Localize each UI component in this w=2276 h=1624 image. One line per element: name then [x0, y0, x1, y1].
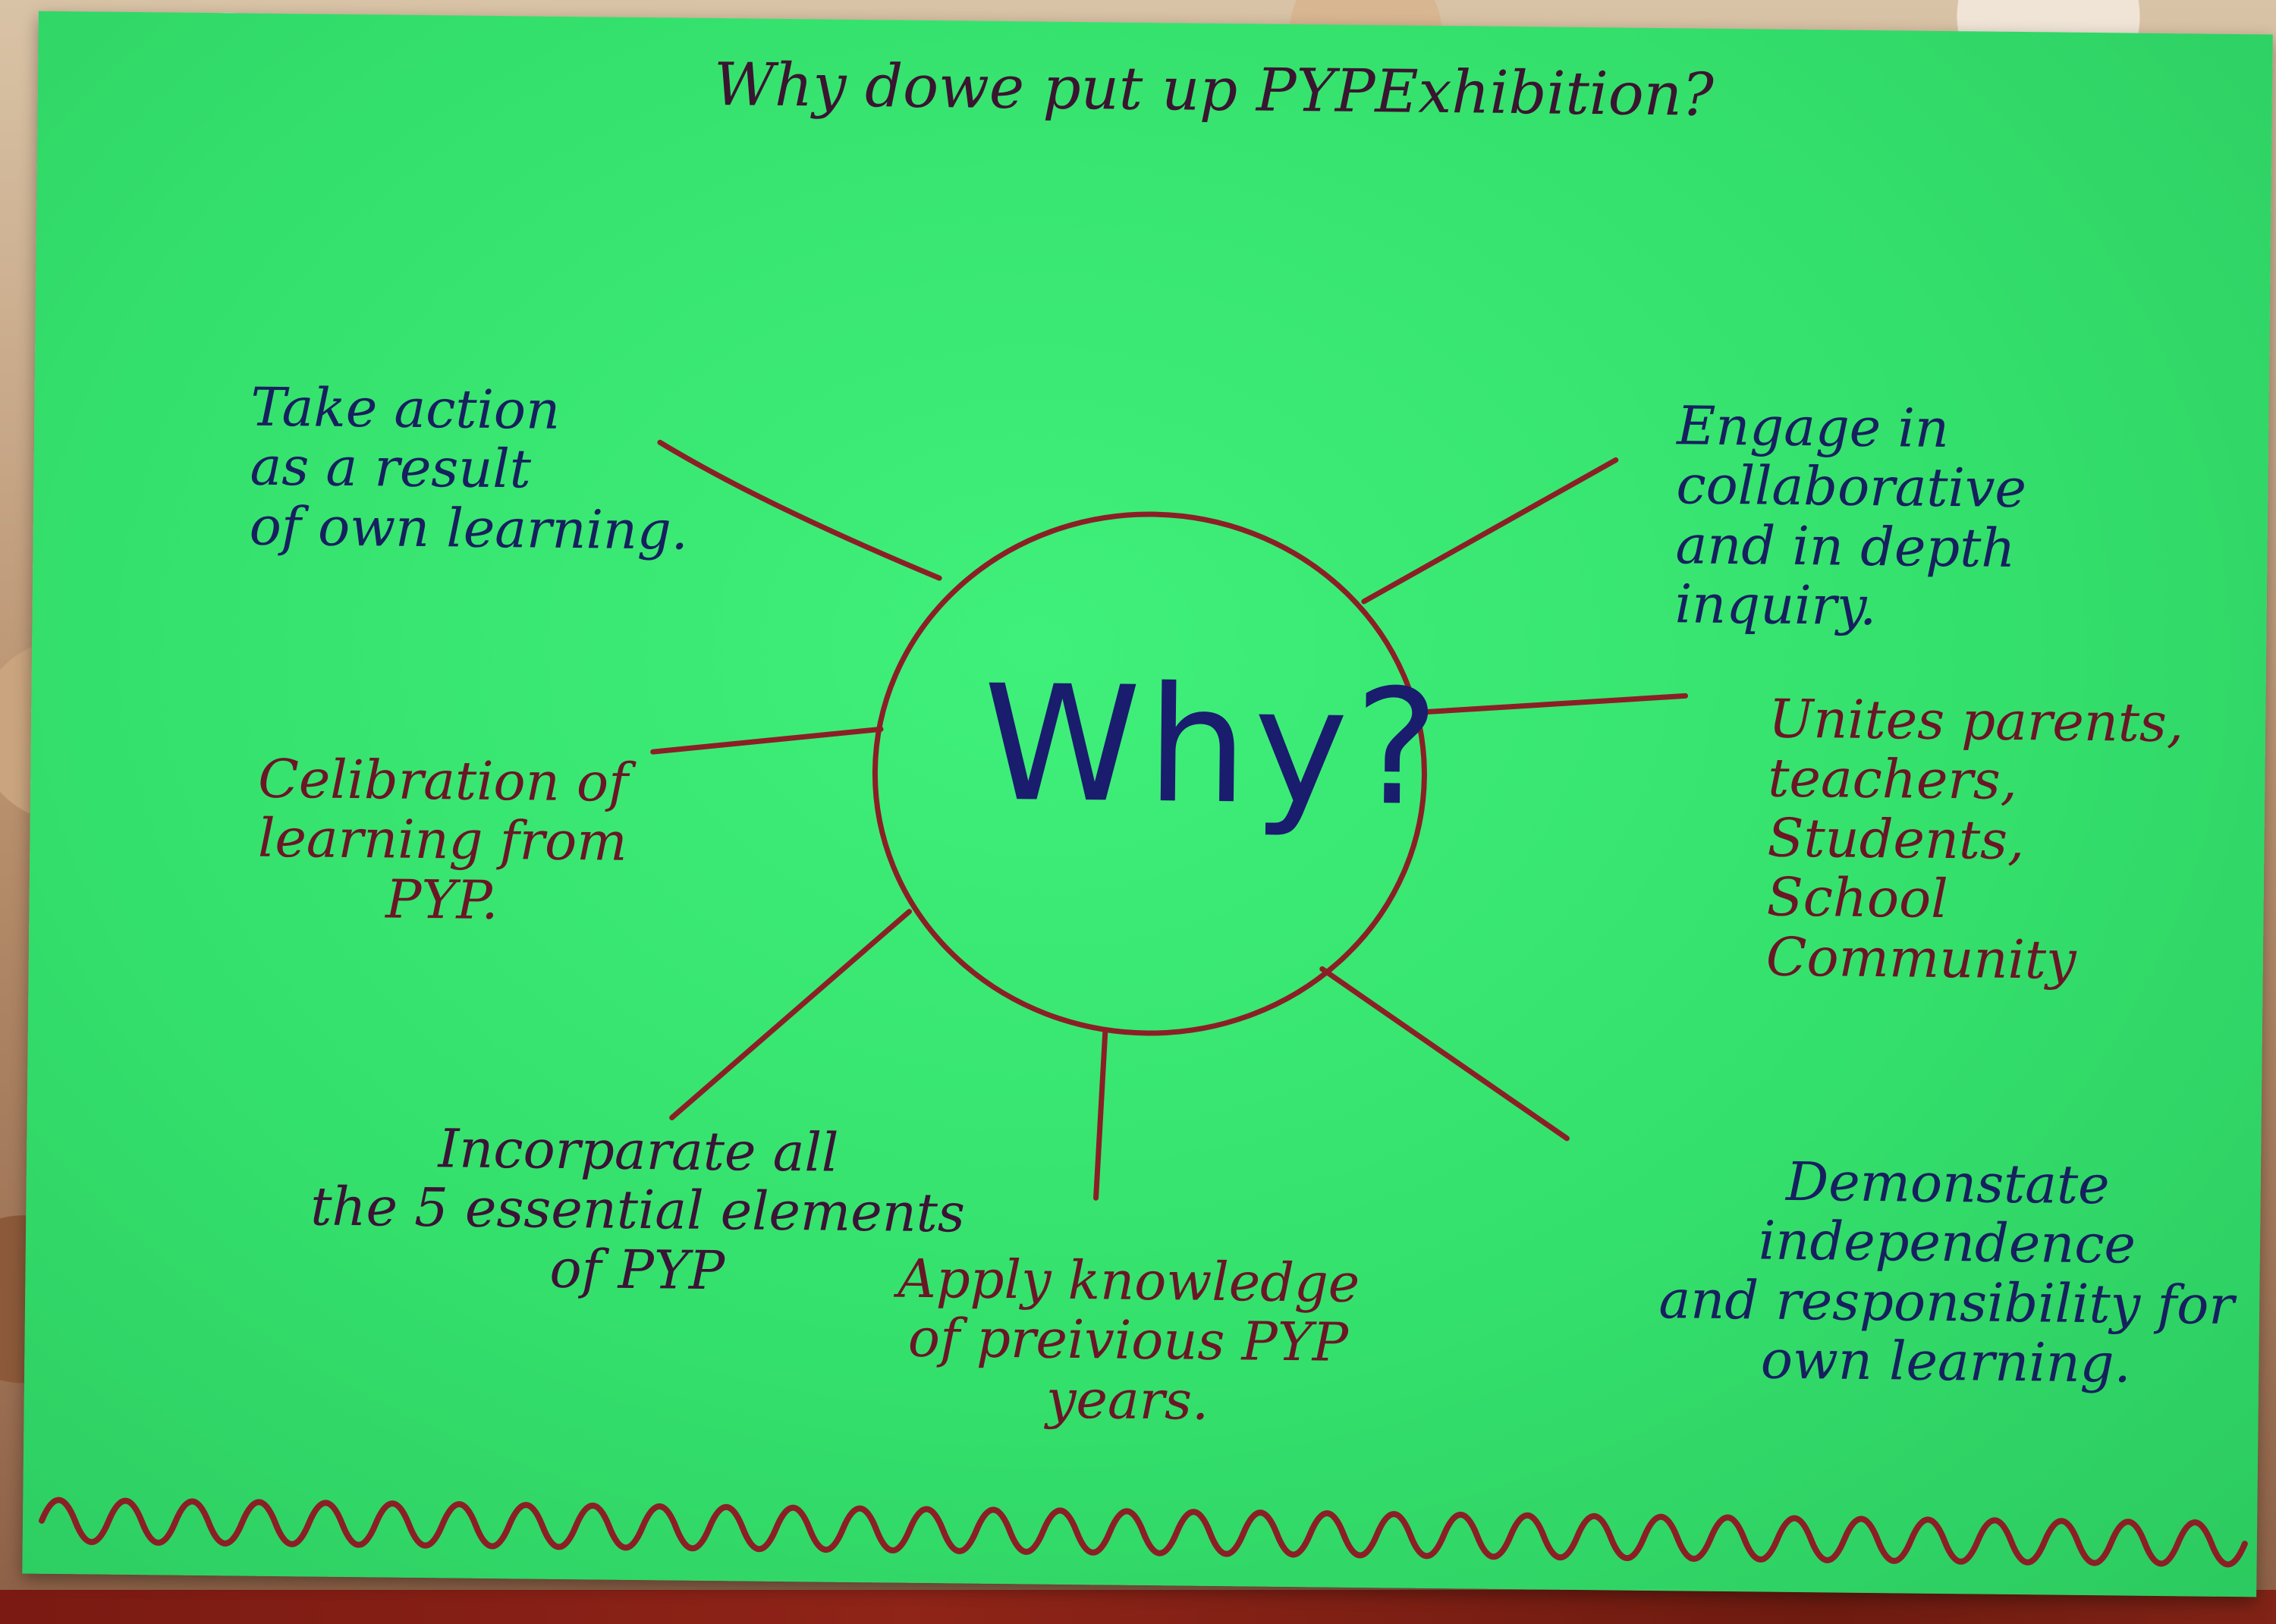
- ray-middle-left: [650, 726, 884, 755]
- note-take-action: Take action as a result of own learning.: [249, 375, 689, 562]
- poster-title: Why dowe put up PYPExhibition?: [713, 50, 1715, 130]
- ray-middle-right: [1420, 693, 1689, 715]
- note-apply-knowledge: Apply knowledge of preivious PYP years.: [898, 1247, 1360, 1432]
- mind-map-drawing: [39, 439, 2248, 1568]
- note-demonstrate-independence: Demonstate independence and responsibili…: [1658, 1150, 2235, 1395]
- ray-bottom-left: [669, 909, 912, 1120]
- ray-top-left: [657, 439, 942, 581]
- ray-bottom-center: [1093, 1028, 1108, 1201]
- ray-bottom-right: [1319, 966, 1570, 1142]
- ray-top-right: [1361, 457, 1619, 605]
- red-fabric-strip: [0, 1590, 2276, 1624]
- note-celebration: Celibration of learning from PYP.: [257, 747, 629, 931]
- center-circle: [872, 511, 1427, 1036]
- green-poster: Why dowe put up PYPExhibition? Why? Take…: [22, 11, 2273, 1597]
- wavy-border: [39, 1497, 2248, 1568]
- center-word: Why?: [982, 650, 1446, 842]
- note-engage-inquiry: Engage in collaborative and in depth inq…: [1674, 394, 2027, 638]
- note-unites-community: Unites parents, teachers, Students, Scho…: [1765, 687, 2184, 991]
- note-essential-elements: Incorparate all the 5 essential elements…: [310, 1117, 966, 1302]
- sun-rays: [650, 439, 1689, 1201]
